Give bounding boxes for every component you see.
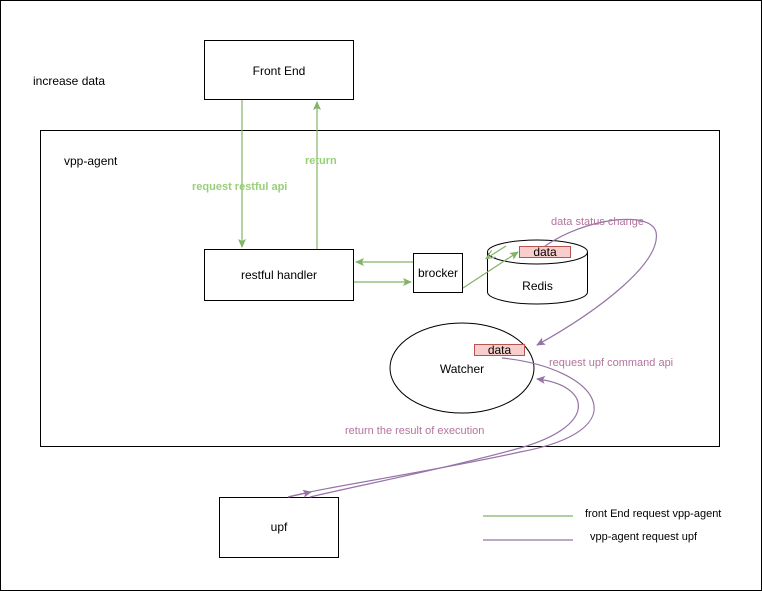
upf-label: upf bbox=[270, 520, 288, 534]
request-restful-api-label: request restful api bbox=[192, 181, 288, 193]
return-result-label: return the result of execution bbox=[345, 425, 485, 437]
restful-handler-box bbox=[204, 249, 354, 301]
brocker-label: brocker bbox=[417, 266, 458, 280]
data-status-change-arrow bbox=[536, 218, 657, 346]
redis-to-brocker-arrow bbox=[487, 245, 507, 258]
brocker-to-redis-arrow bbox=[462, 251, 519, 289]
brocker-box bbox=[413, 253, 463, 293]
watcher-to-upf-line bbox=[287, 357, 595, 498]
data-status-change-label: data status change bbox=[551, 216, 644, 228]
legend-purple-text: vpp-agent request upf bbox=[590, 531, 698, 543]
restful-handler-label: restful handler bbox=[240, 268, 318, 282]
front-end-label: Front End bbox=[252, 64, 306, 78]
container-label: vpp-agent bbox=[64, 154, 118, 168]
watcher-label: Watcher bbox=[439, 362, 485, 376]
legend-green-text: front End request vpp-agent bbox=[585, 508, 722, 520]
return-label: return bbox=[305, 155, 337, 167]
redis-label: Redis bbox=[522, 279, 553, 293]
watcher-data-block bbox=[474, 344, 525, 356]
redis-data-label: data bbox=[533, 245, 557, 259]
upf-arrowhead bbox=[287, 489, 312, 498]
vpp-agent-container bbox=[40, 130, 720, 447]
upf-to-watcher-arrow bbox=[309, 375, 579, 498]
front-end-box bbox=[204, 40, 354, 100]
redis-data-block bbox=[519, 246, 571, 258]
request-upf-command-api-label: request upf command api bbox=[549, 357, 674, 369]
upf-box bbox=[219, 497, 339, 558]
watcher-data-label: data bbox=[487, 343, 512, 357]
caption-text: increase data bbox=[33, 74, 106, 88]
